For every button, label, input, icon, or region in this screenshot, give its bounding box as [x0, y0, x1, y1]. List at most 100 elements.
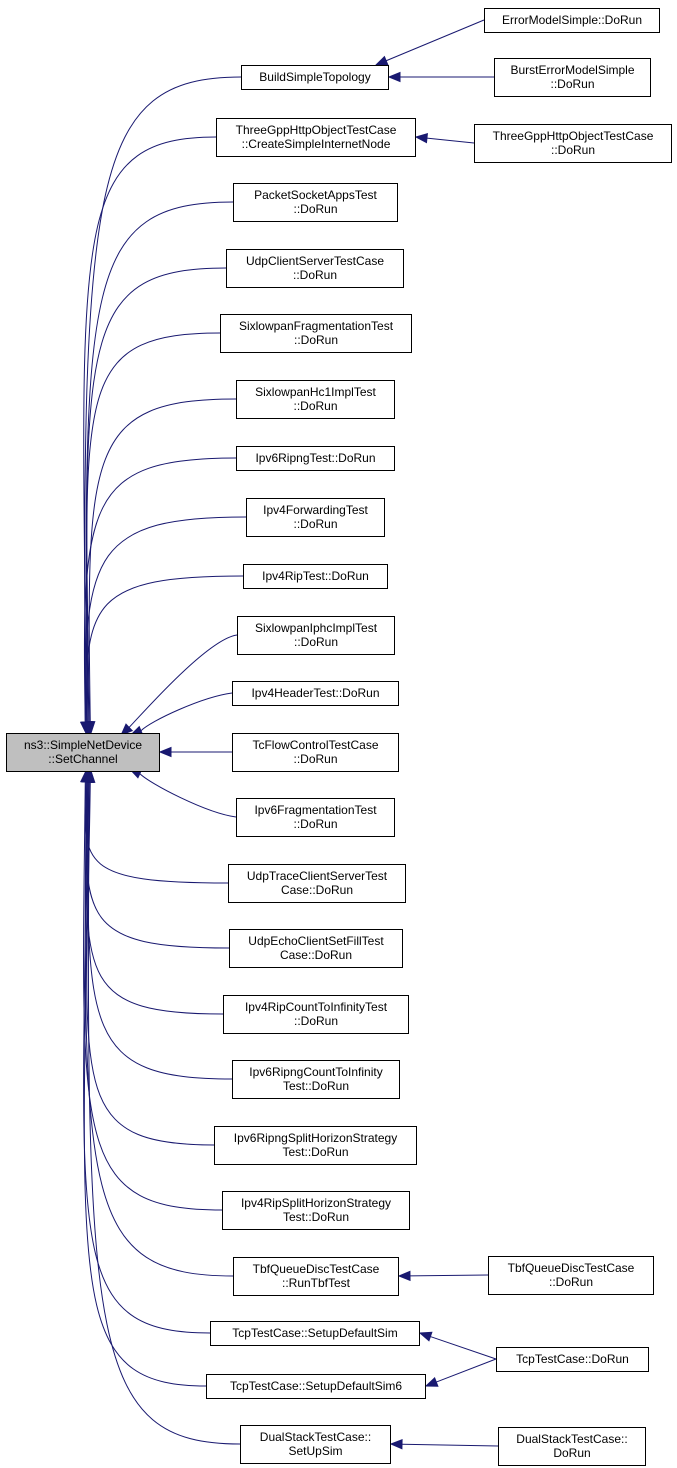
- node-tcptestcase-dorun[interactable]: TcpTestCase::DoRun: [496, 1347, 649, 1372]
- node-label-line: UdpEchoClientSetFillTest: [248, 934, 384, 948]
- node-label-line: ThreeGppHttpObjectTestCase: [493, 129, 654, 143]
- node-tcptestcase-setupdefaultsim[interactable]: TcpTestCase::SetupDefaultSim: [210, 1321, 420, 1346]
- node-box: [222, 1191, 410, 1230]
- edge-o4-to-c20: [430, 1336, 497, 1360]
- edge-c1-to-root: [83, 136, 217, 723]
- edge-c21-to-root: [83, 781, 207, 1387]
- node-udpclientservertestcase-dorun[interactable]: UdpClientServerTestCase::DoRun: [226, 249, 404, 288]
- node-threegpphttpobjecttestcase-dorun[interactable]: ThreeGppHttpObjectTestCase::DoRun: [474, 124, 672, 163]
- node-dualstacktestcase-setupsim[interactable]: DualStackTestCase::SetUpSim: [240, 1425, 391, 1464]
- edge-c10-to-root: [140, 692, 233, 732]
- node-label-line: PacketSocketAppsTest: [254, 188, 377, 202]
- edge-c6-to-root: [83, 457, 237, 723]
- node-label-line: Ipv4HeaderTest::DoRun: [251, 686, 379, 700]
- nodes-layer: ns3::SimpleNetDevice::SetChannel BuildSim…: [6, 8, 672, 1466]
- edge-c15-to-root: [85, 781, 224, 1015]
- node-box: [474, 124, 672, 163]
- node-box: [496, 1347, 649, 1372]
- node-box: [232, 1060, 400, 1099]
- node-sixlowpanhc1impltest-dorun[interactable]: SixlowpanHc1ImplTest::DoRun: [236, 380, 395, 419]
- node-label-line: Ipv6RipngCountToInfinity: [249, 1065, 382, 1079]
- node-box: [220, 314, 412, 353]
- node-label-line: DualStackTestCase::: [516, 1432, 627, 1446]
- node-threegpphttpobjecttestcase-createsimpleinternetnode[interactable]: ThreeGppHttpObjectTestCase::CreateSimple…: [216, 118, 416, 157]
- edge-c17-to-root: [86, 781, 215, 1146]
- node-sixlowpanfragmentationtest-dorun[interactable]: SixlowpanFragmentationTest::DoRun: [220, 314, 412, 353]
- node-label-line: TcFlowControlTestCase: [252, 738, 378, 752]
- node-ns3-simplenetdevice-setchannel[interactable]: ns3::SimpleNetDevice::SetChannel: [6, 733, 160, 772]
- edge-o3-to-c19-arrowhead: [397, 1270, 411, 1282]
- node-tbfqueuedisctestcase-dorun[interactable]: TbfQueueDiscTestCase::DoRun: [488, 1256, 654, 1295]
- node-label-line: Test::DoRun: [282, 1145, 348, 1159]
- node-label-line: TbfQueueDiscTestCase: [508, 1261, 635, 1275]
- node-label-line: DoRun: [553, 1446, 590, 1460]
- node-label-line: ns3::SimpleNetDevice: [24, 738, 142, 752]
- edge-c8-to-root-arrowhead: [82, 721, 93, 735]
- node-box: [210, 1321, 420, 1346]
- node-box: [498, 1427, 646, 1466]
- edge-c22-to-root-arrowhead: [84, 769, 95, 783]
- node-label-line: ::RunTbfTest: [282, 1276, 351, 1290]
- node-label-line: SetUpSim: [288, 1444, 342, 1458]
- node-packetsocketappstest-dorun[interactable]: PacketSocketAppsTest::DoRun: [233, 183, 398, 222]
- edge-c16-to-root: [87, 781, 233, 1080]
- edge-c18-to-root: [83, 781, 223, 1211]
- node-box: [228, 864, 406, 903]
- edge-c9-to-root: [128, 634, 238, 728]
- node-label-line: TcpTestCase::SetupDefaultSim6: [230, 1379, 402, 1393]
- node-label-line: ::DoRun: [551, 143, 595, 157]
- node-box: [214, 1126, 417, 1165]
- node-label-line: Ipv6RipngSplitHorizonStrategy: [234, 1131, 397, 1145]
- node-label-line: ::DoRun: [293, 399, 337, 413]
- node-label-line: Ipv4RipSplitHorizonStrategy: [241, 1196, 391, 1210]
- edge-o5-to-c22-arrowhead: [389, 1438, 403, 1450]
- edge-c22-to-root: [87, 781, 241, 1445]
- node-box: [241, 65, 389, 90]
- node-errormodelsimple-dorun[interactable]: ErrorModelSimple::DoRun: [484, 8, 660, 33]
- node-ipv4headertest-dorun[interactable]: Ipv4HeaderTest::DoRun: [232, 681, 399, 706]
- node-tcptestcase-setupdefaultsim6[interactable]: TcpTestCase::SetupDefaultSim6: [206, 1374, 426, 1399]
- node-label-line: ::DoRun: [294, 1014, 338, 1028]
- node-box: [216, 118, 416, 157]
- node-box: [236, 380, 395, 419]
- edge-o0-to-c0-arrowhead: [374, 55, 389, 66]
- node-box: [484, 8, 660, 33]
- node-box: [233, 183, 398, 222]
- node-buildsimpletopology[interactable]: BuildSimpleTopology: [241, 65, 389, 90]
- node-ipv6fragmentationtest-dorun[interactable]: Ipv6FragmentationTest::DoRun: [236, 798, 395, 837]
- edge-c2-to-root: [85, 201, 234, 723]
- node-label-line: Ipv6RipngTest::DoRun: [255, 451, 375, 465]
- edge-o4-to-c21: [436, 1358, 497, 1383]
- node-box: [246, 498, 385, 537]
- node-box: [240, 1425, 391, 1464]
- node-box: [237, 616, 395, 655]
- node-ipv6ripngtest-dorun[interactable]: Ipv6RipngTest::DoRun: [236, 446, 395, 471]
- node-box: [229, 929, 403, 968]
- node-box: [494, 58, 651, 97]
- node-ipv4forwardingtest-dorun[interactable]: Ipv4ForwardingTest::DoRun: [246, 498, 385, 537]
- node-tbfqueuedisctestcase-runtbftest[interactable]: TbfQueueDiscTestCase::RunTbfTest: [233, 1257, 399, 1296]
- node-label-line: BurstErrorModelSimple: [510, 63, 634, 77]
- node-bursterrormodelsimple-dorun[interactable]: BurstErrorModelSimple::DoRun: [494, 58, 651, 97]
- node-box: [6, 733, 160, 772]
- node-label-line: ErrorModelSimple::DoRun: [502, 13, 642, 27]
- node-box: [223, 995, 409, 1034]
- node-box: [236, 446, 395, 471]
- node-label-line: ::DoRun: [293, 202, 337, 216]
- node-label-line: ::SetChannel: [48, 752, 117, 766]
- node-tcflowcontroltestcase-dorun[interactable]: TcFlowControlTestCase::DoRun: [232, 733, 399, 772]
- node-dualstacktestcase-dorun[interactable]: DualStackTestCase::DoRun: [498, 1427, 646, 1466]
- node-box: [488, 1256, 654, 1295]
- edge-o4-to-c21-arrowhead: [424, 1376, 439, 1387]
- node-sixlowpaniphcimpltest-dorun[interactable]: SixlowpanIphcImplTest::DoRun: [237, 616, 395, 655]
- node-ipv4riptest-dorun[interactable]: Ipv4RipTest::DoRun: [243, 564, 388, 589]
- node-label-line: SixlowpanHc1ImplTest: [255, 385, 376, 399]
- node-label-line: TcpTestCase::SetupDefaultSim: [232, 1326, 397, 1340]
- node-ipv4ripcounttoinfinitytest-dorun[interactable]: Ipv4RipCountToInfinityTest::DoRun: [223, 995, 409, 1034]
- node-label-line: ::DoRun: [549, 1275, 593, 1289]
